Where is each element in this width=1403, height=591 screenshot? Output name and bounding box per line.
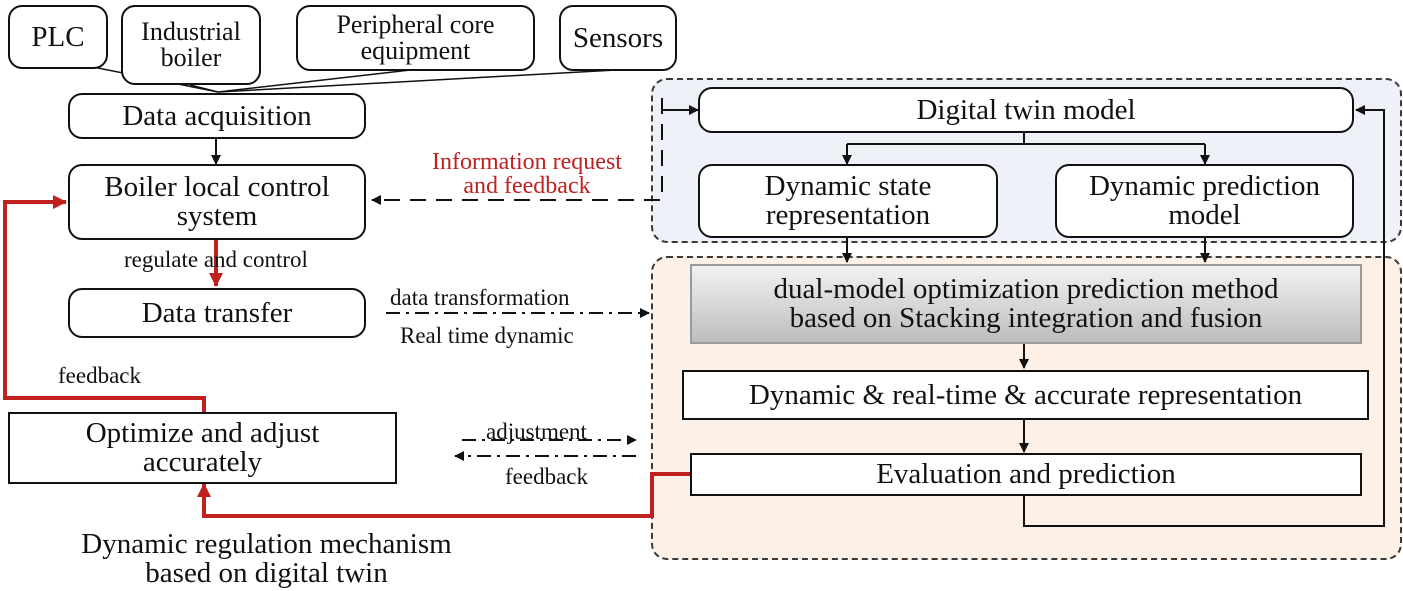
adjustment-label: adjustment bbox=[486, 419, 587, 444]
regulate-control-label: regulate and control bbox=[124, 247, 308, 272]
data-transfer-box: Data transfer bbox=[68, 288, 366, 338]
peripheral-equipment-box: Peripheral core equipment bbox=[296, 5, 535, 71]
feedback-label: feedback bbox=[505, 464, 588, 489]
sensors-box: Sensors bbox=[559, 5, 677, 71]
dual-model-method-box: dual-model optimization prediction metho… bbox=[690, 264, 1362, 344]
diagram-caption: Dynamic regulation mechanism based on di… bbox=[81, 528, 452, 589]
industrial-boiler-box: Industrial boiler bbox=[121, 5, 261, 85]
digital-twin-model-box: Digital twin model bbox=[698, 87, 1354, 133]
plc-box: PLC bbox=[8, 5, 108, 69]
boiler-local-control-box: Boiler local control system bbox=[68, 164, 366, 240]
evaluation-prediction-box: Evaluation and prediction bbox=[690, 453, 1362, 496]
data-acquisition-box: Data acquisition bbox=[68, 93, 366, 139]
evaluation-loop-arrow bbox=[1023, 105, 1385, 527]
representation-box: Dynamic & real-time & accurate represent… bbox=[682, 370, 1369, 420]
real-time-dynamic-label: Real time dynamic bbox=[400, 323, 574, 348]
dynamic-prediction-box: Dynamic prediction model bbox=[1055, 164, 1354, 238]
twin-split-connectors bbox=[842, 132, 1210, 453]
optimize-to-control-arrow bbox=[3, 195, 206, 412]
feedback-loop-label: feedback bbox=[58, 363, 141, 388]
info-request-arrow bbox=[371, 98, 663, 205]
evaluation-to-optimize-arrow bbox=[197, 472, 690, 518]
data-transformation-label: data transformation bbox=[390, 285, 570, 310]
optimize-adjust-box: Optimize and adjust accurately bbox=[8, 412, 397, 484]
dynamic-state-box: Dynamic state representation bbox=[698, 164, 998, 238]
info-request-label: Information request and feedback bbox=[432, 149, 622, 199]
